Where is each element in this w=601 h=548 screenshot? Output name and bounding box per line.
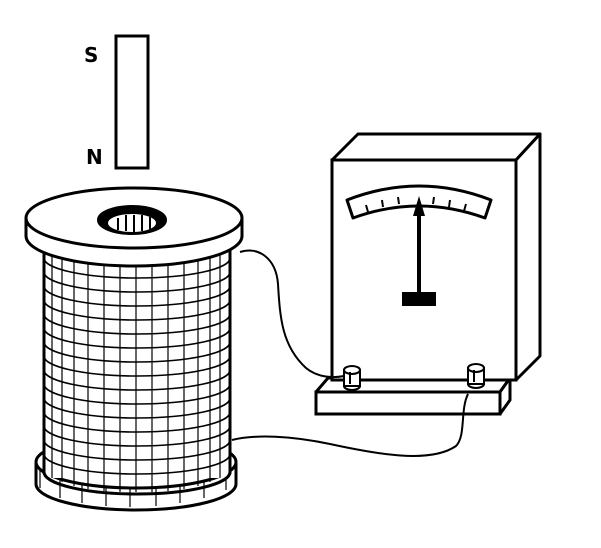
magnet-south-label: S xyxy=(84,43,98,67)
connecting-wires xyxy=(231,249,469,457)
coil-winding xyxy=(42,228,232,496)
galvanometer-needle xyxy=(402,196,436,306)
terminal-right xyxy=(467,363,485,389)
galvanometer xyxy=(314,132,542,416)
wire-top xyxy=(239,249,345,378)
wire-bottom xyxy=(231,393,469,457)
needle-pivot xyxy=(402,292,436,306)
galvanometer-housing xyxy=(330,132,542,382)
coil xyxy=(24,186,244,512)
bar-magnet: S N xyxy=(84,34,150,170)
coil-top-flange xyxy=(24,186,244,268)
terminal-left xyxy=(343,365,361,391)
magnet-north-label: N xyxy=(86,145,103,169)
